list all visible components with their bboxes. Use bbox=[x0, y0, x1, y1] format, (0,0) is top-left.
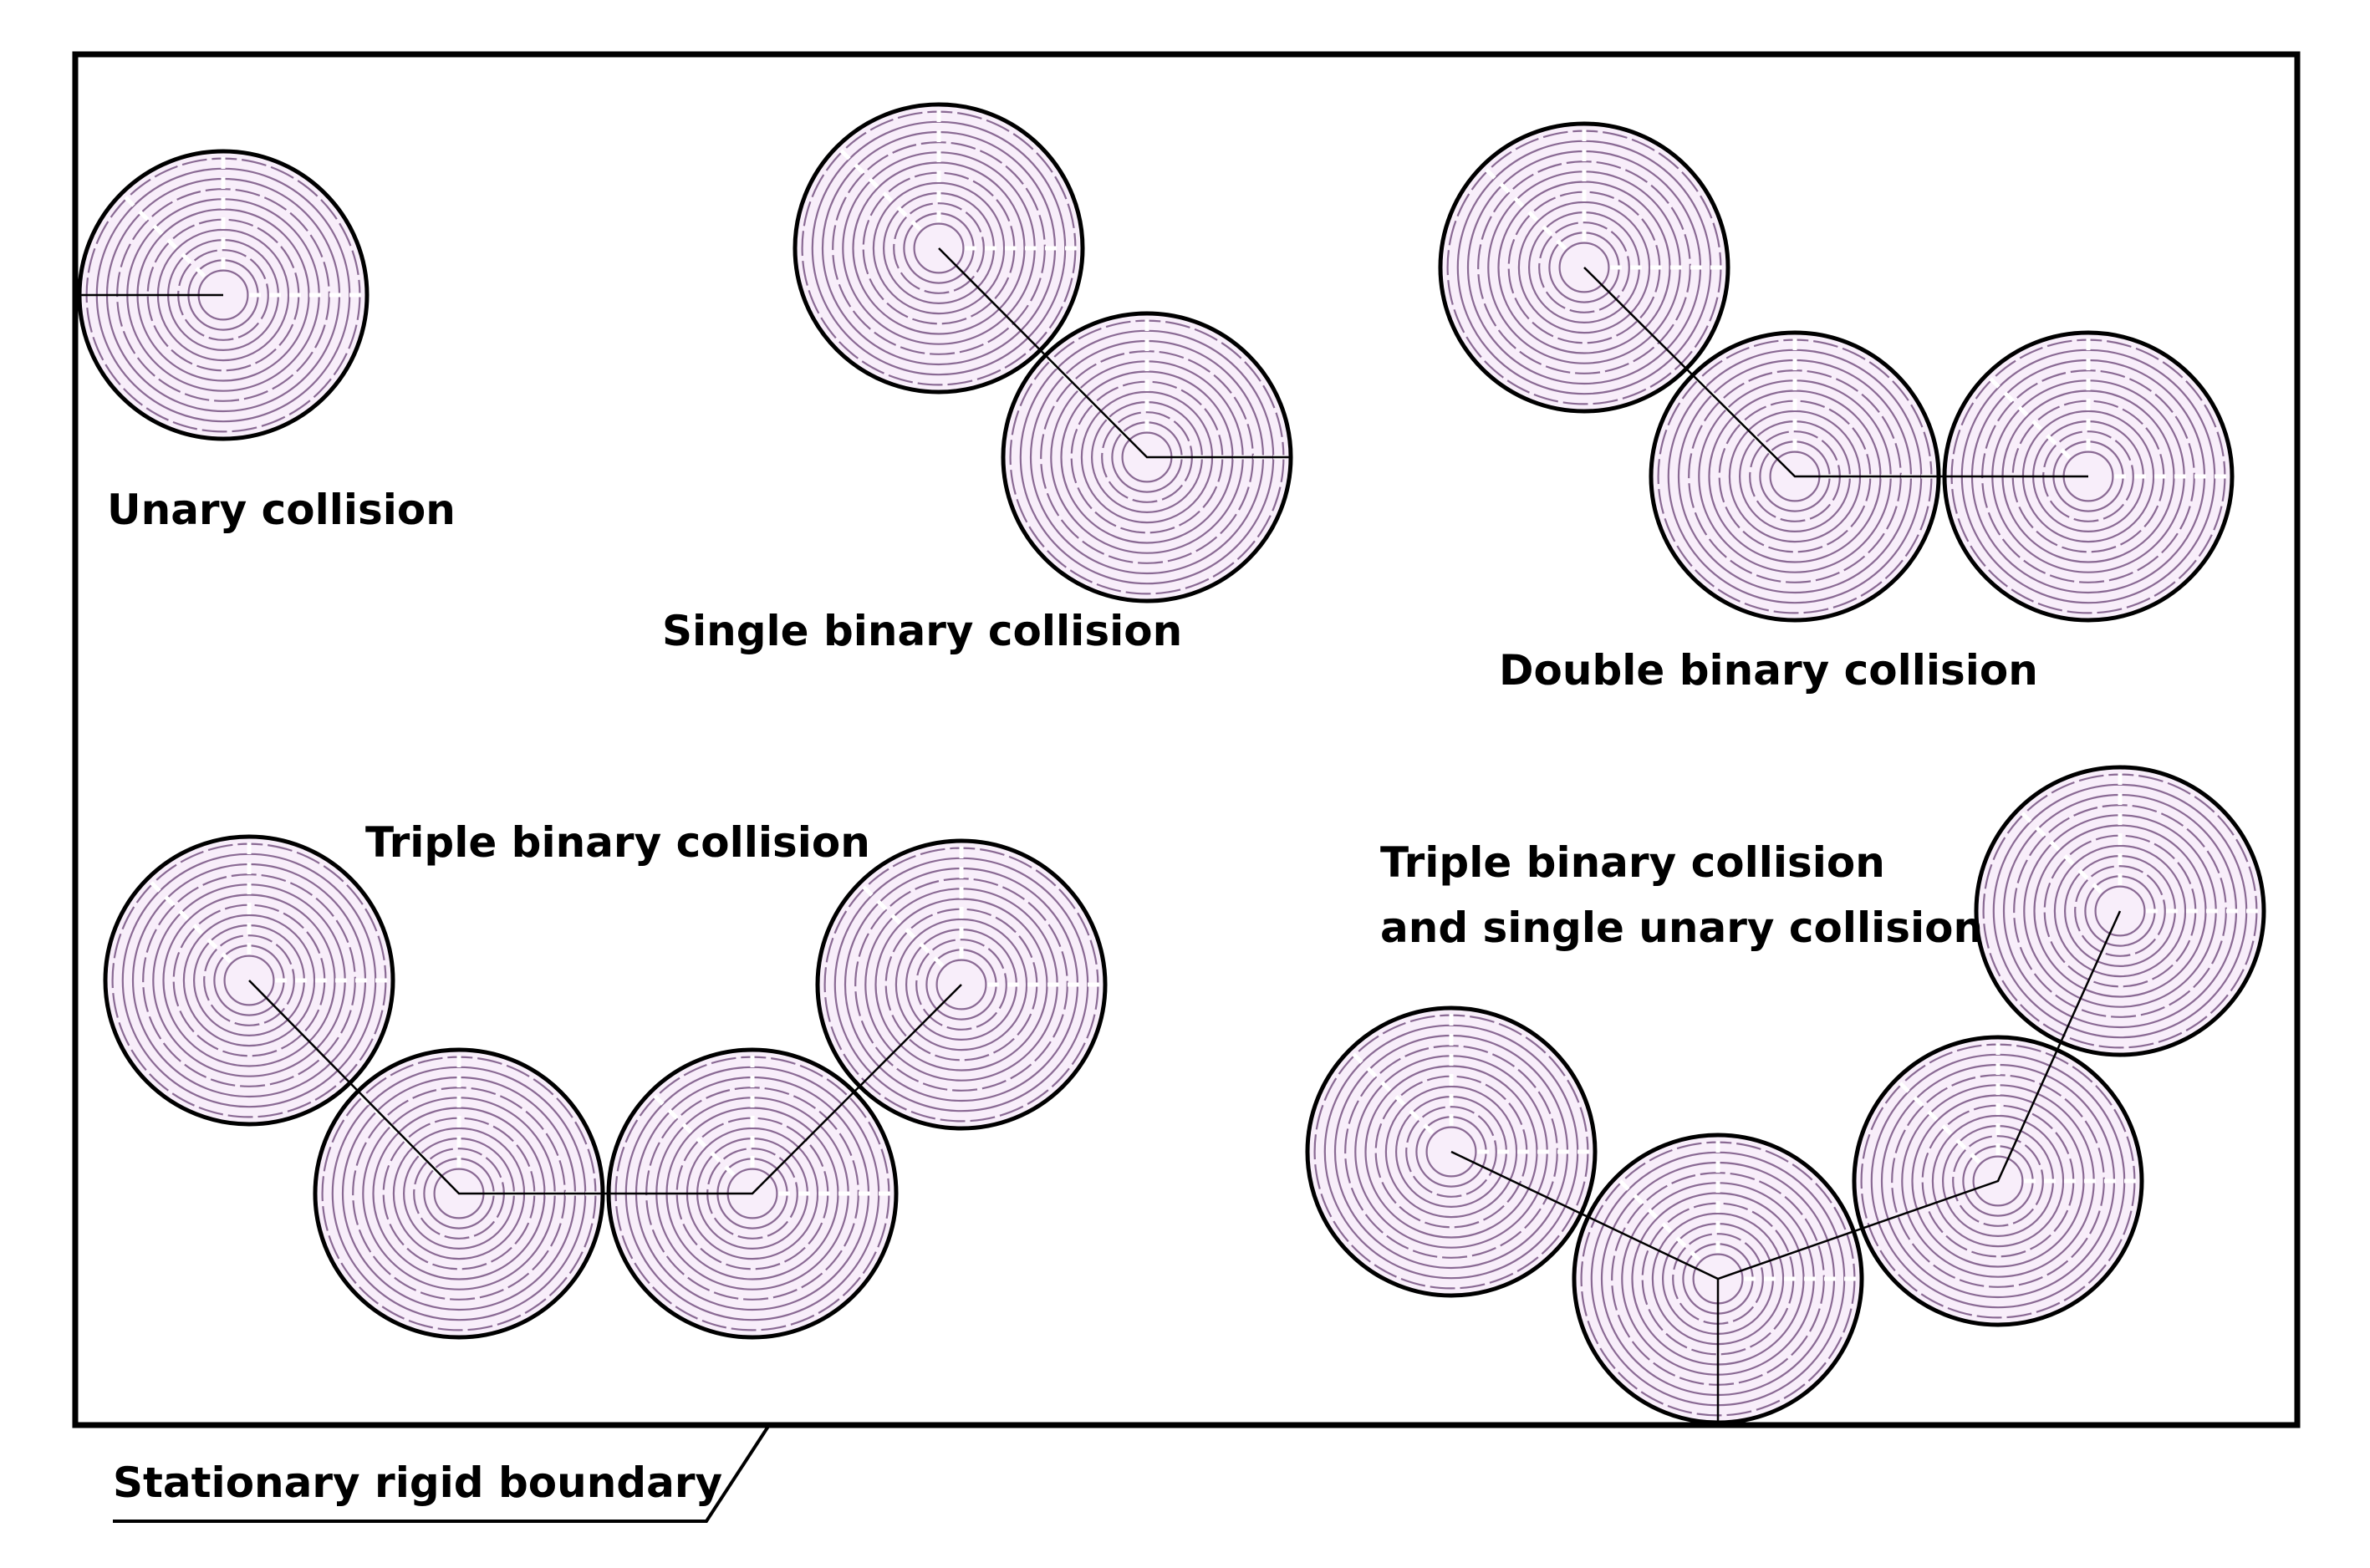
single-binary-collision-group bbox=[793, 102, 1293, 603]
growth-ring bbox=[223, 955, 275, 1006]
label-double-binary-collision: Double binary collision bbox=[1499, 646, 2038, 695]
growth-ring bbox=[1497, 181, 1671, 354]
growth-ring bbox=[852, 161, 1026, 335]
growth-ring bbox=[1558, 242, 1610, 293]
growth-ring bbox=[832, 141, 1046, 355]
growth-ring bbox=[1344, 1045, 1558, 1259]
label-triple-binary-unary-line1: Triple binary collision bbox=[1380, 838, 1885, 887]
growth-ring bbox=[2053, 844, 2187, 978]
growth-ring bbox=[1931, 1114, 2065, 1248]
label-triple-binary-unary-line2: and single unary collision bbox=[1380, 904, 1984, 952]
growth-ring bbox=[935, 959, 987, 1011]
contact-line bbox=[248, 980, 962, 1195]
growth-ring bbox=[1538, 221, 1630, 313]
growth-ring bbox=[1517, 201, 1651, 334]
growth-ring bbox=[913, 222, 965, 274]
growth-ring bbox=[1952, 1135, 2044, 1227]
growth-ring bbox=[2013, 804, 2227, 1018]
boundary-label-leader bbox=[113, 1423, 771, 1523]
growth-ring bbox=[1425, 1126, 1477, 1178]
growth-ring bbox=[874, 898, 1048, 1072]
contact-line bbox=[1583, 267, 2088, 478]
label-stationary-rigid-boundary: Stationary rigid boundary bbox=[113, 1459, 723, 1507]
growth-ring bbox=[1405, 1106, 1497, 1198]
growth-ring bbox=[2033, 824, 2207, 998]
growth-ring bbox=[894, 918, 1028, 1051]
growth-ring bbox=[1384, 1085, 1518, 1219]
unary-collision-group bbox=[77, 149, 370, 441]
triple-binary-collision-group bbox=[103, 834, 1108, 1340]
label-triple-binary-collision: Triple binary collision bbox=[365, 818, 870, 867]
growth-ring bbox=[1972, 1155, 2024, 1207]
growth-ring bbox=[203, 934, 295, 1026]
growth-ring bbox=[1911, 1094, 2085, 1268]
growth-ring bbox=[872, 181, 1006, 315]
growth-ring bbox=[1364, 1065, 1538, 1239]
growth-ring bbox=[2094, 885, 2146, 937]
label-single-binary-collision: Single binary collision bbox=[662, 607, 1183, 655]
contact-line bbox=[938, 247, 1292, 459]
growth-ring bbox=[2074, 865, 2166, 957]
growth-ring bbox=[1477, 160, 1691, 374]
triple-binary-single-unary-collision-group bbox=[1305, 765, 2266, 1425]
double-binary-collision-group bbox=[1438, 121, 2235, 623]
growth-ring bbox=[854, 878, 1068, 1092]
growth-ring bbox=[182, 914, 316, 1047]
growth-ring bbox=[162, 893, 336, 1067]
growth-ring bbox=[142, 873, 356, 1087]
growth-ring bbox=[1891, 1074, 2105, 1288]
contact-line bbox=[1450, 910, 2122, 1280]
rigid-boundary-box bbox=[72, 51, 2301, 1428]
growth-ring bbox=[893, 202, 985, 294]
growth-ring bbox=[915, 939, 1007, 1031]
label-unary-collision: Unary collision bbox=[107, 486, 456, 534]
